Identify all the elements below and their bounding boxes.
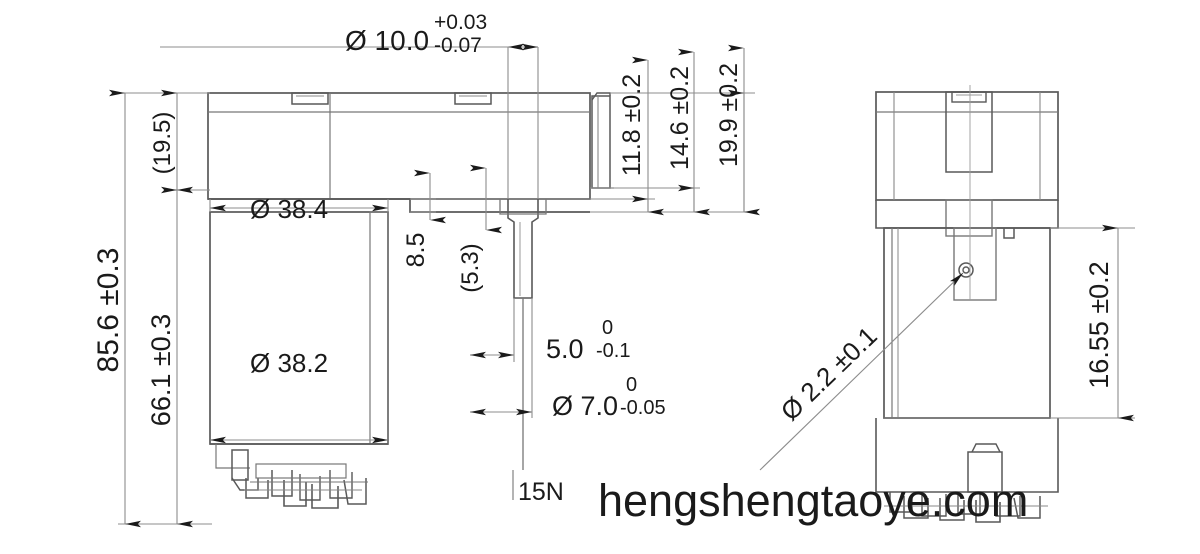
front-view-geometry [207, 92, 614, 509]
dim-motor-height: 66.1 ±0.3 [146, 314, 176, 426]
dim-height-11-8: 11.8 ±0.2 [618, 74, 646, 176]
dim-hole-diameter-2-2: Ø 2.2 ±0.1 [775, 321, 883, 427]
side-view-geometry [875, 85, 1059, 523]
dim-shaft-tol-lower: -0.07 [434, 34, 482, 57]
dimension-lines-front [109, 43, 539, 528]
dimension-text: 85.6 ±0.3 66.1 ±0.3 (19.5) Ø 10.0 +0.03 … [92, 11, 1114, 506]
dimension-lines-right-stack [590, 44, 760, 216]
dim-width-5-0-tol-upper: 0 [602, 317, 613, 339]
dim-body-diameter-outer: Ø 38.4 [250, 194, 328, 224]
dim-gearbox-height-ref: (19.5) [149, 112, 176, 175]
dim-height-19-9: 19.9 ±0.2 [715, 63, 743, 167]
dim-width-5-0: 5.0 [546, 334, 584, 364]
dim-shaft-diameter: Ø 10.0 [345, 25, 429, 56]
dim-diameter-7-0: Ø 7.0 [552, 391, 618, 421]
watermark: hengshengtaoye.com [598, 475, 1029, 526]
dim-height-16-55: 16.55 ±0.2 [1084, 261, 1114, 388]
dim-offset-8-5: 8.5 [402, 233, 430, 268]
dimension-lines-side [759, 224, 1135, 471]
dim-shaft-tol-upper: +0.03 [434, 11, 487, 34]
dim-diameter-7-0-tol-lower: -0.05 [620, 397, 666, 419]
dim-offset-5-3-ref: (5.3) [457, 243, 484, 292]
dim-width-5-0-tol-lower: -0.1 [596, 340, 630, 362]
dim-diameter-7-0-tol-upper: 0 [626, 374, 637, 396]
dim-height-14-6: 14.6 ±0.2 [666, 66, 694, 170]
dim-overall-height: 85.6 ±0.3 [92, 248, 125, 373]
label-force-note: 15N [518, 478, 564, 506]
dim-body-diameter-inner: Ø 38.2 [250, 348, 328, 378]
